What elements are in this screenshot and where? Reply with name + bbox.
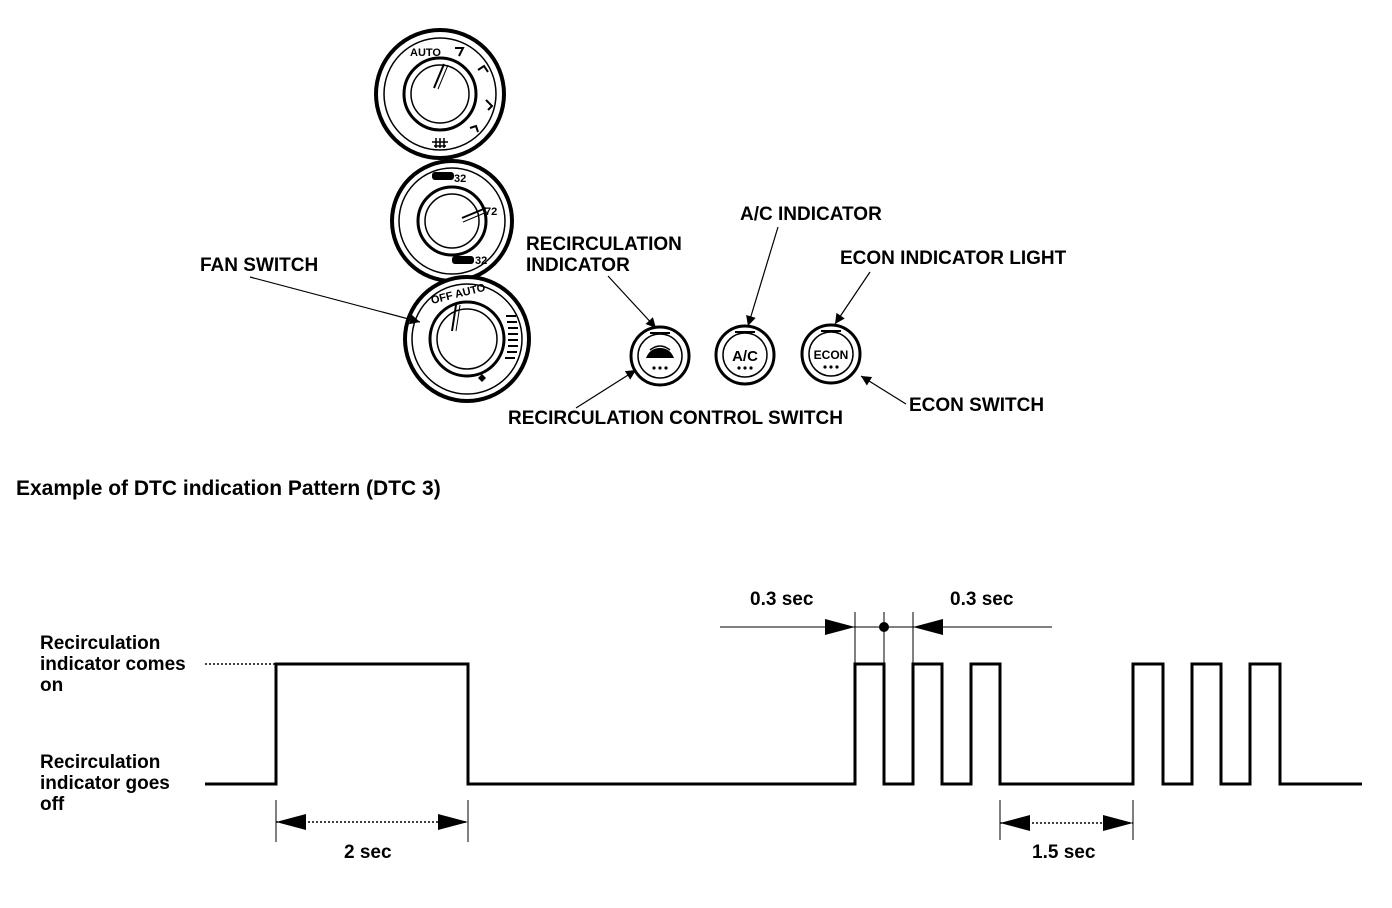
temp-left-mark: 32 — [454, 173, 466, 185]
mode-auto-label: AUTO — [410, 47, 441, 59]
indicator-waveform — [205, 662, 1362, 786]
state-on-label-line1: Recirculation — [40, 633, 160, 654]
recirculation-car-icon — [646, 348, 674, 358]
econ-button-label: ECON — [814, 348, 849, 362]
dimension-0-3-sec: 0.3 sec 0.3 sec — [720, 589, 1052, 664]
econ-switch[interactable]: ECON — [800, 323, 862, 385]
recirculation-indicator-label-line1: RECIRCULATION — [526, 234, 682, 255]
recirculation-control-switch-leader — [575, 369, 637, 409]
recirculation-indicator-label-line2: INDICATOR — [526, 255, 630, 276]
dimension-2-sec: 2 sec — [275, 800, 469, 863]
mode-dial[interactable]: AUTO — [374, 28, 506, 160]
ac-switch[interactable]: A/C — [714, 324, 776, 386]
econ-switch-label: ECON SWITCH — [909, 395, 1044, 416]
state-on-label-line3: on — [40, 675, 63, 696]
state-on-label-line2: indicator comes — [40, 654, 186, 675]
fan-switch-dial[interactable]: OFF AUTO — [403, 275, 531, 403]
state-off-label-line2: indicator goes — [40, 773, 170, 794]
ac-indicator-label: A/C INDICATOR — [740, 204, 882, 225]
dimension-1-5-sec: 1.5 sec — [999, 800, 1134, 863]
fan-switch-label: FAN SWITCH — [200, 255, 318, 276]
econ-indicator-light-leader — [834, 271, 871, 325]
fan-icon — [478, 374, 486, 382]
temp-right-mark: 72 — [485, 206, 497, 218]
hot-mark-icon — [452, 256, 474, 264]
defrost-icon — [432, 138, 448, 148]
recirculation-indicator-leader — [607, 275, 657, 329]
econ-switch-leader — [860, 375, 907, 405]
ac-indicator-leader — [746, 226, 779, 327]
dimension-2-sec-label: 2 sec — [344, 842, 392, 863]
cold-mark-icon — [432, 172, 454, 180]
temperature-dial[interactable]: 32 72 32 — [390, 159, 514, 283]
ac-button-label: A/C — [732, 348, 758, 365]
state-off-label-line1: Recirculation — [40, 752, 160, 773]
recirculation-control-switch[interactable] — [629, 325, 691, 387]
mode-vent-icon — [455, 47, 494, 133]
dimension-1-5-sec-label: 1.5 sec — [1032, 842, 1096, 863]
dimension-0-3-sec-low-label: 0.3 sec — [950, 589, 1014, 610]
chart-title: Example of DTC indication Pattern (DTC 3… — [16, 477, 441, 500]
fan-switch-leader — [249, 276, 421, 325]
temp-bottom-mark: 32 — [475, 255, 487, 267]
econ-indicator-light-label: ECON INDICATOR LIGHT — [840, 248, 1067, 269]
recirculation-control-switch-label: RECIRCULATION CONTROL SWITCH — [508, 408, 843, 429]
state-off-label-line3: off — [40, 794, 65, 815]
fan-speed-scale-icon — [505, 315, 518, 359]
dimension-0-3-sec-high-label: 0.3 sec — [750, 589, 814, 610]
